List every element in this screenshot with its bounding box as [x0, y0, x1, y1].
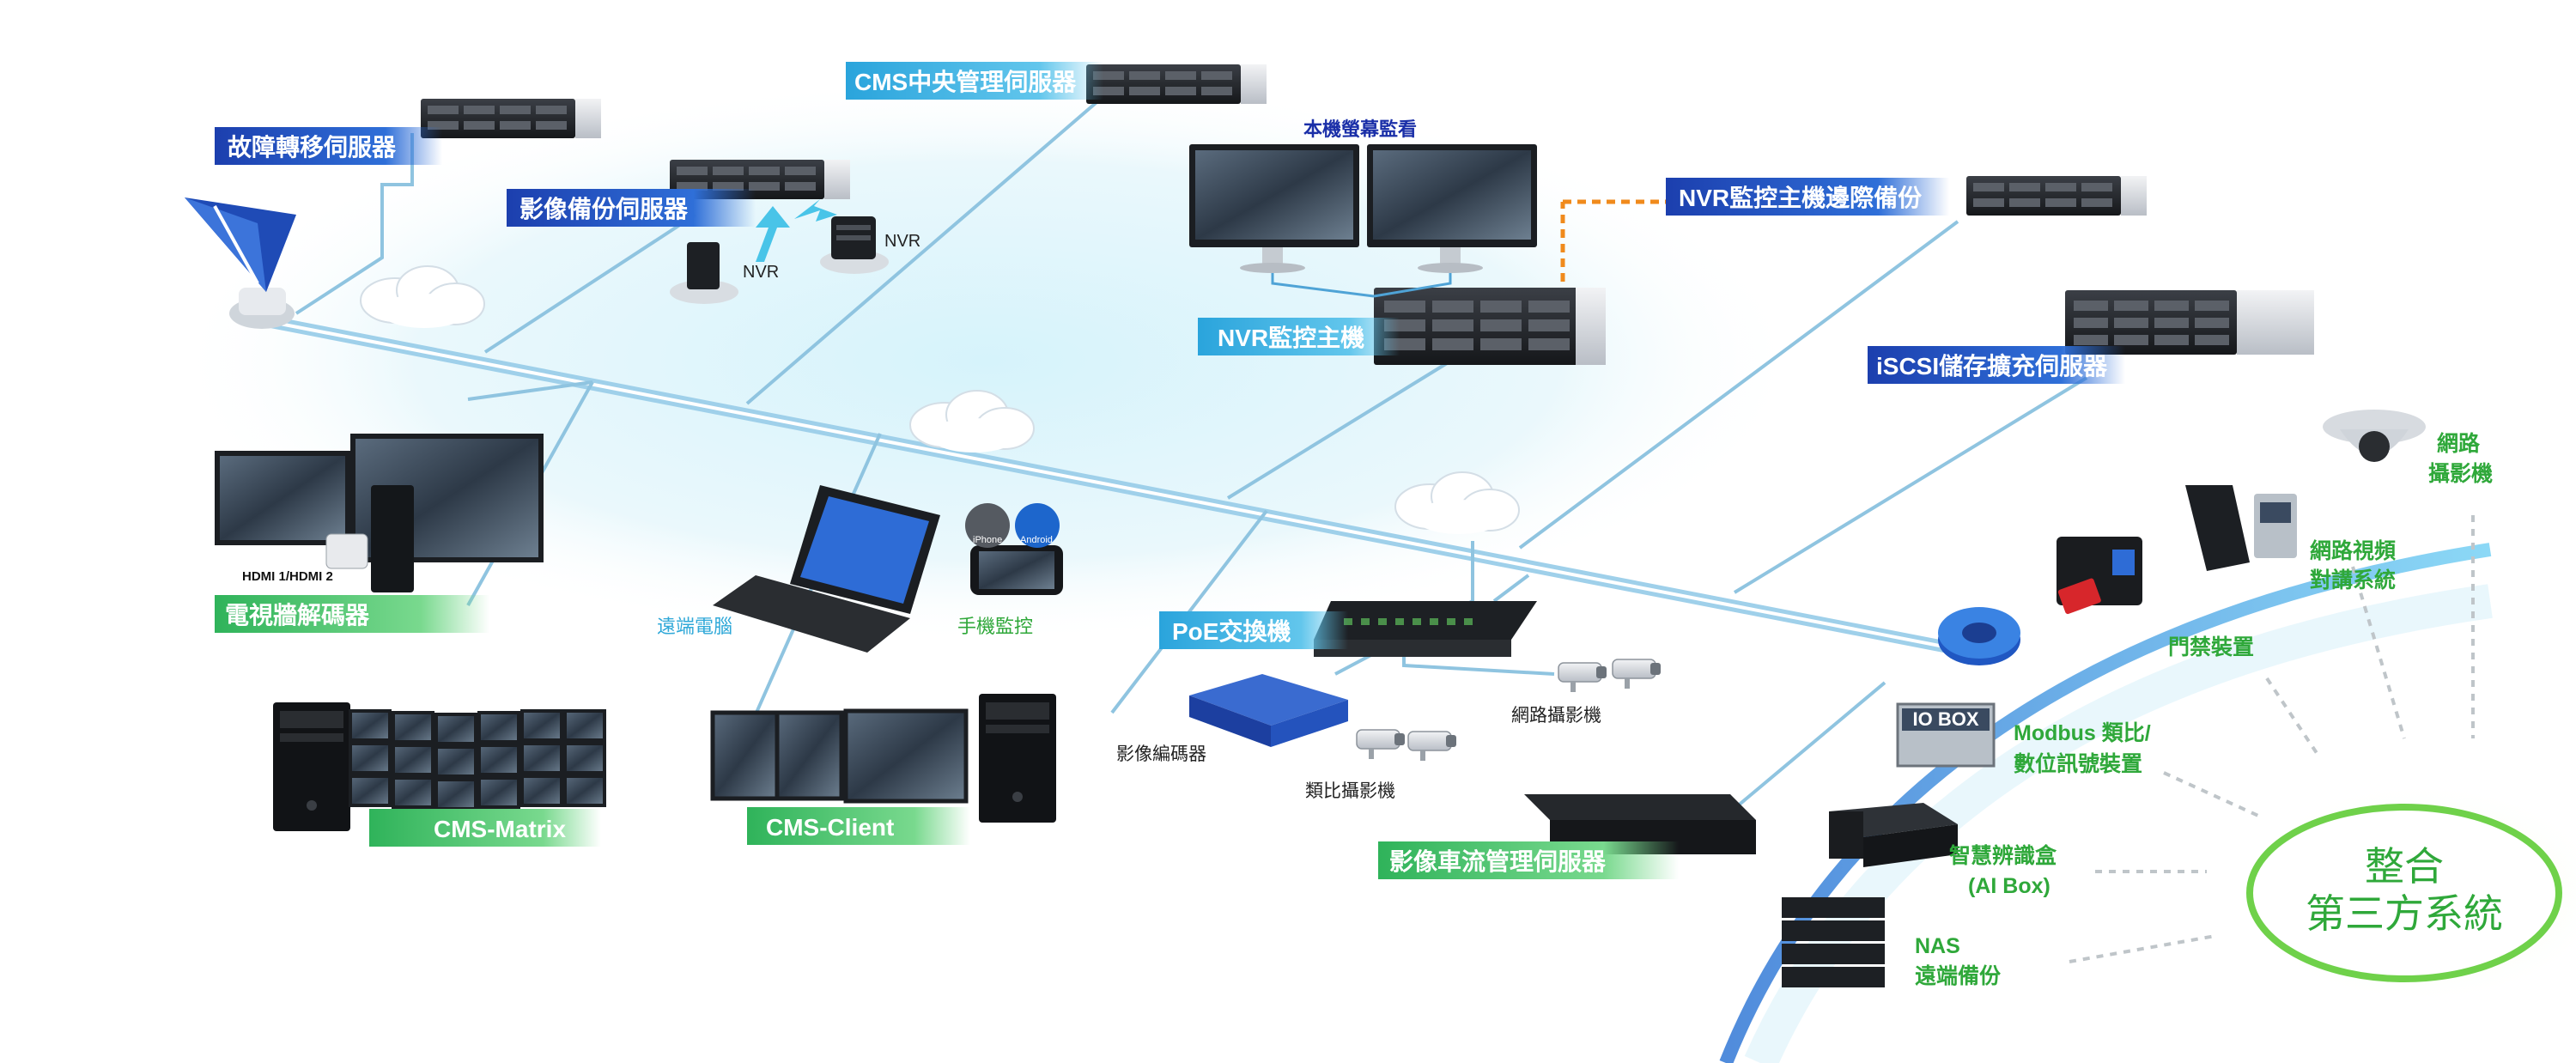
nvr-host-icon — [1374, 288, 1606, 365]
nvr-device-icon — [820, 216, 889, 274]
tp-modbus-line1: Modbus 類比/ — [2014, 721, 2151, 745]
rack-server-icon — [1086, 64, 1267, 104]
io-box-text: IO BOX — [1912, 708, 1978, 730]
camera-icon — [1407, 731, 1457, 762]
arrow-icon — [794, 199, 837, 222]
cms-server-label: CMS中央管理伺服器 — [854, 68, 1077, 95]
nvr-host-label: NVR監控主機 — [1218, 325, 1364, 351]
integrate-line2: 第三方系統 — [2306, 891, 2503, 936]
tv-wall-label: 電視牆解碼器 — [225, 602, 370, 629]
phone-icon — [965, 503, 1063, 595]
mobile-label: 手機監控 — [957, 616, 1033, 637]
tp-ip-camera-line2: 攝影機 — [2428, 462, 2493, 486]
tp-ai-box-line1: 智慧辨識盒 — [1949, 843, 2057, 868]
remote-pc-label: 遠端電腦 — [657, 616, 732, 637]
integrate-ellipse — [2246, 804, 2562, 982]
laptop-icon — [713, 485, 940, 653]
nas-icon — [1782, 897, 1885, 987]
switch-icon — [1314, 601, 1537, 657]
tp-modbus-line2: 數位訊號裝置 — [2014, 751, 2142, 776]
nvr-b-label: NVR — [884, 232, 920, 251]
arrow-icon — [756, 206, 790, 262]
camera-icon — [1356, 729, 1406, 760]
ai-box-icon — [1829, 803, 1958, 867]
lpr-server-label: 影像車流管理伺服器 — [1389, 847, 1607, 875]
io-box-icon: IO BOX — [1896, 702, 1996, 768]
encoder-icon — [1189, 674, 1348, 747]
hdmi-label: HDMI 1/HDMI 2 — [242, 569, 333, 584]
third-party-links — [2069, 515, 2475, 963]
nvr-edge-backup-label: NVR監控主機邊際備份 — [1679, 184, 1922, 211]
nvr-a-label: NVR — [743, 263, 779, 282]
hdmi-port-icon — [325, 533, 368, 569]
router-icon — [185, 197, 296, 329]
monitor-icon — [1367, 144, 1537, 273]
access-reader-icon — [2057, 537, 2142, 615]
failover-server-label: 故障轉移伺服器 — [228, 133, 397, 161]
cms-matrix-label: CMS-Matrix — [434, 816, 566, 842]
tower-pc-icon — [273, 702, 350, 831]
android-label: Android — [1020, 535, 1053, 545]
analog-cam-label: 類比攝影機 — [1305, 781, 1395, 801]
cms-client-label: CMS-Client — [766, 814, 894, 841]
encoder-label: 影像編碼器 — [1116, 744, 1206, 764]
camera-icon — [1612, 659, 1662, 689]
local-monitor-label: 本機螢幕監看 — [1303, 118, 1417, 140]
tp-intercom-line2: 對講系統 — [2310, 568, 2396, 592]
camera-icon — [1558, 662, 1607, 693]
monitor-icon — [1189, 144, 1359, 273]
tp-ip-camera-line1: 網路 — [2437, 431, 2481, 456]
tp-nas-line1: NAS — [1915, 934, 1960, 958]
nvr-device-icon — [670, 242, 738, 304]
tower-pc-icon — [979, 694, 1056, 823]
ip-cam-label: 網路攝影機 — [1511, 706, 1601, 726]
ring-connector-icon — [1938, 607, 2020, 665]
client-monitors — [710, 708, 969, 804]
matrix-screens — [349, 709, 606, 811]
poe-switch-label: PoE交換機 — [1172, 617, 1291, 645]
tp-access-label: 門禁裝置 — [2168, 635, 2254, 659]
rack-server-icon — [1966, 176, 2147, 216]
backup-server-label: 影像備份伺服器 — [519, 196, 689, 222]
dome-camera-icon — [2323, 410, 2426, 462]
integrate-line1: 整合 — [2365, 844, 2444, 889]
tp-ai-box-line2: (AI Box) — [1968, 874, 2050, 898]
iscsi-label: iSCSI儲存擴充伺服器 — [1876, 352, 2108, 380]
decoder-box-icon — [371, 485, 414, 592]
tp-intercom-line1: 網路視頻 — [2310, 538, 2396, 563]
rack-server-icon — [2065, 290, 2314, 355]
tp-nas-line2: 遠端備份 — [1915, 964, 2001, 988]
intercom-icon — [2185, 485, 2297, 571]
rack-server-icon — [421, 99, 601, 138]
iphone-label: iPhone — [973, 535, 1002, 545]
